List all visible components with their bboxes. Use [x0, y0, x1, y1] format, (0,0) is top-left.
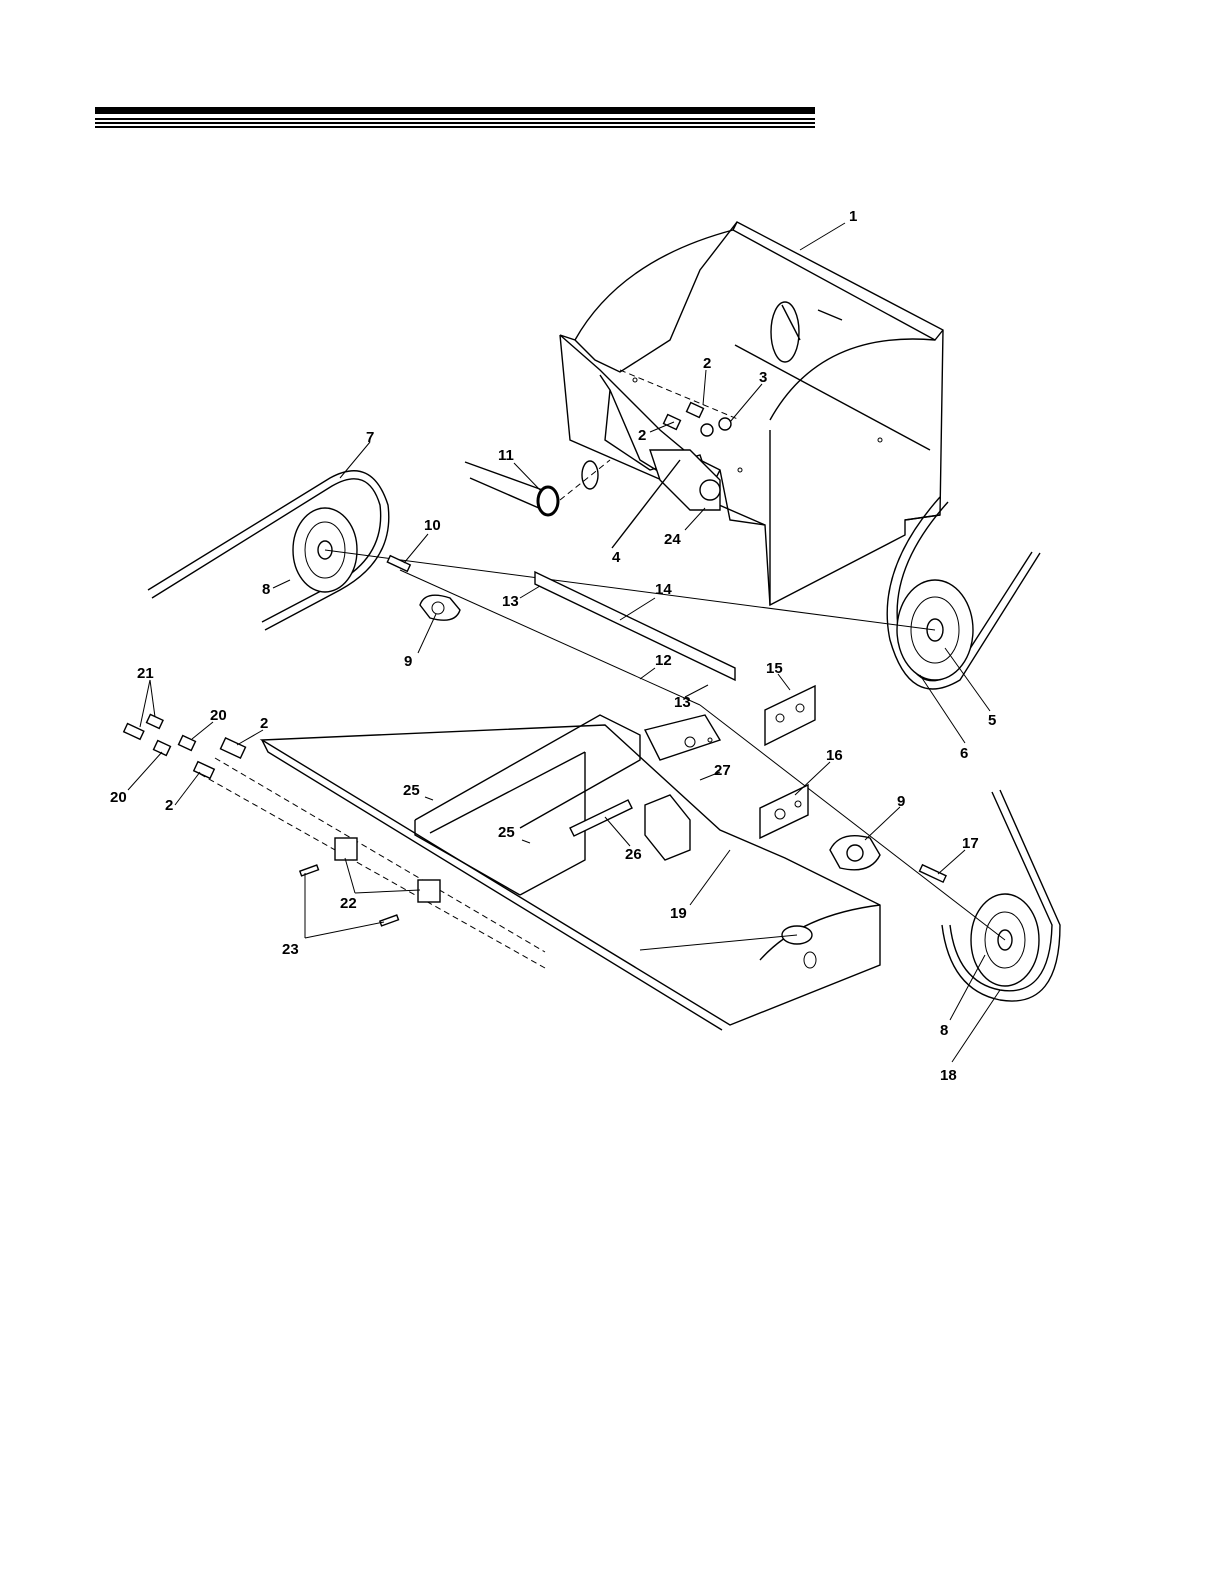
callout-25: 25	[403, 782, 420, 799]
callout-13: 13	[674, 694, 691, 711]
callout-19: 19	[670, 905, 687, 922]
callout-20: 20	[210, 707, 227, 724]
callout-3: 3	[759, 369, 767, 386]
callout-4: 4	[612, 549, 621, 566]
callout-9: 9	[404, 653, 412, 670]
callout-10: 10	[424, 517, 441, 534]
callout-16: 16	[826, 747, 843, 764]
callout-5: 5	[988, 712, 996, 729]
callout-1: 1	[849, 208, 857, 225]
callout-15: 15	[766, 660, 783, 677]
callout-21: 21	[137, 665, 154, 682]
callout-8: 8	[940, 1022, 948, 1039]
callout-18: 18	[940, 1067, 957, 1084]
callout-20: 20	[110, 789, 127, 806]
callout-13: 13	[502, 593, 519, 610]
callout-2: 2	[260, 715, 268, 732]
callout-26: 26	[625, 846, 642, 863]
right-belt-pulley-lower	[942, 790, 1060, 1001]
mounting-plates	[760, 686, 815, 838]
left-belt-pulley	[148, 471, 389, 630]
callout-2: 2	[703, 355, 711, 372]
callout-23: 23	[282, 941, 299, 958]
callout-12: 12	[655, 652, 672, 669]
callout-2: 2	[165, 797, 173, 814]
callout-7: 7	[366, 429, 374, 446]
callout-24: 24	[664, 531, 681, 548]
callout-17: 17	[962, 835, 979, 852]
right-belt-pulley-upper	[887, 497, 1040, 689]
callout-2: 2	[638, 427, 646, 444]
callout-8: 8	[262, 581, 270, 598]
callout-27: 27	[714, 762, 731, 779]
callout-9: 9	[897, 793, 905, 810]
main-frame	[262, 715, 880, 1030]
callout-14: 14	[655, 581, 672, 598]
callout-6: 6	[960, 745, 968, 762]
callout-22: 22	[340, 895, 357, 912]
callout-25: 25	[498, 824, 515, 841]
hopper-housing	[560, 222, 943, 605]
callout-11: 11	[498, 447, 514, 464]
